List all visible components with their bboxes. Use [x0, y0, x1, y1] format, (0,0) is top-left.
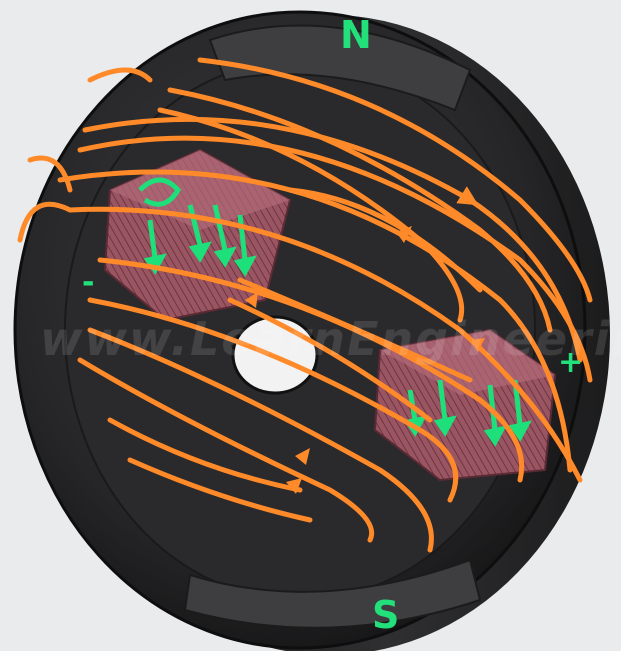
south-pole-shoe	[183, 558, 482, 629]
field-direction-arrowheads	[245, 226, 485, 494]
current-arrows	[143, 204, 532, 447]
watermark-text: www.LearnEngineering.org	[40, 312, 621, 366]
south-pole-label: S	[372, 593, 399, 637]
plus-terminal-label: +	[558, 345, 583, 380]
curl-arrow-icon	[138, 177, 182, 207]
north-pole-label: N	[340, 13, 372, 57]
minus-terminal-label: -	[82, 265, 94, 300]
magnetic-field-lines	[17, 57, 593, 553]
